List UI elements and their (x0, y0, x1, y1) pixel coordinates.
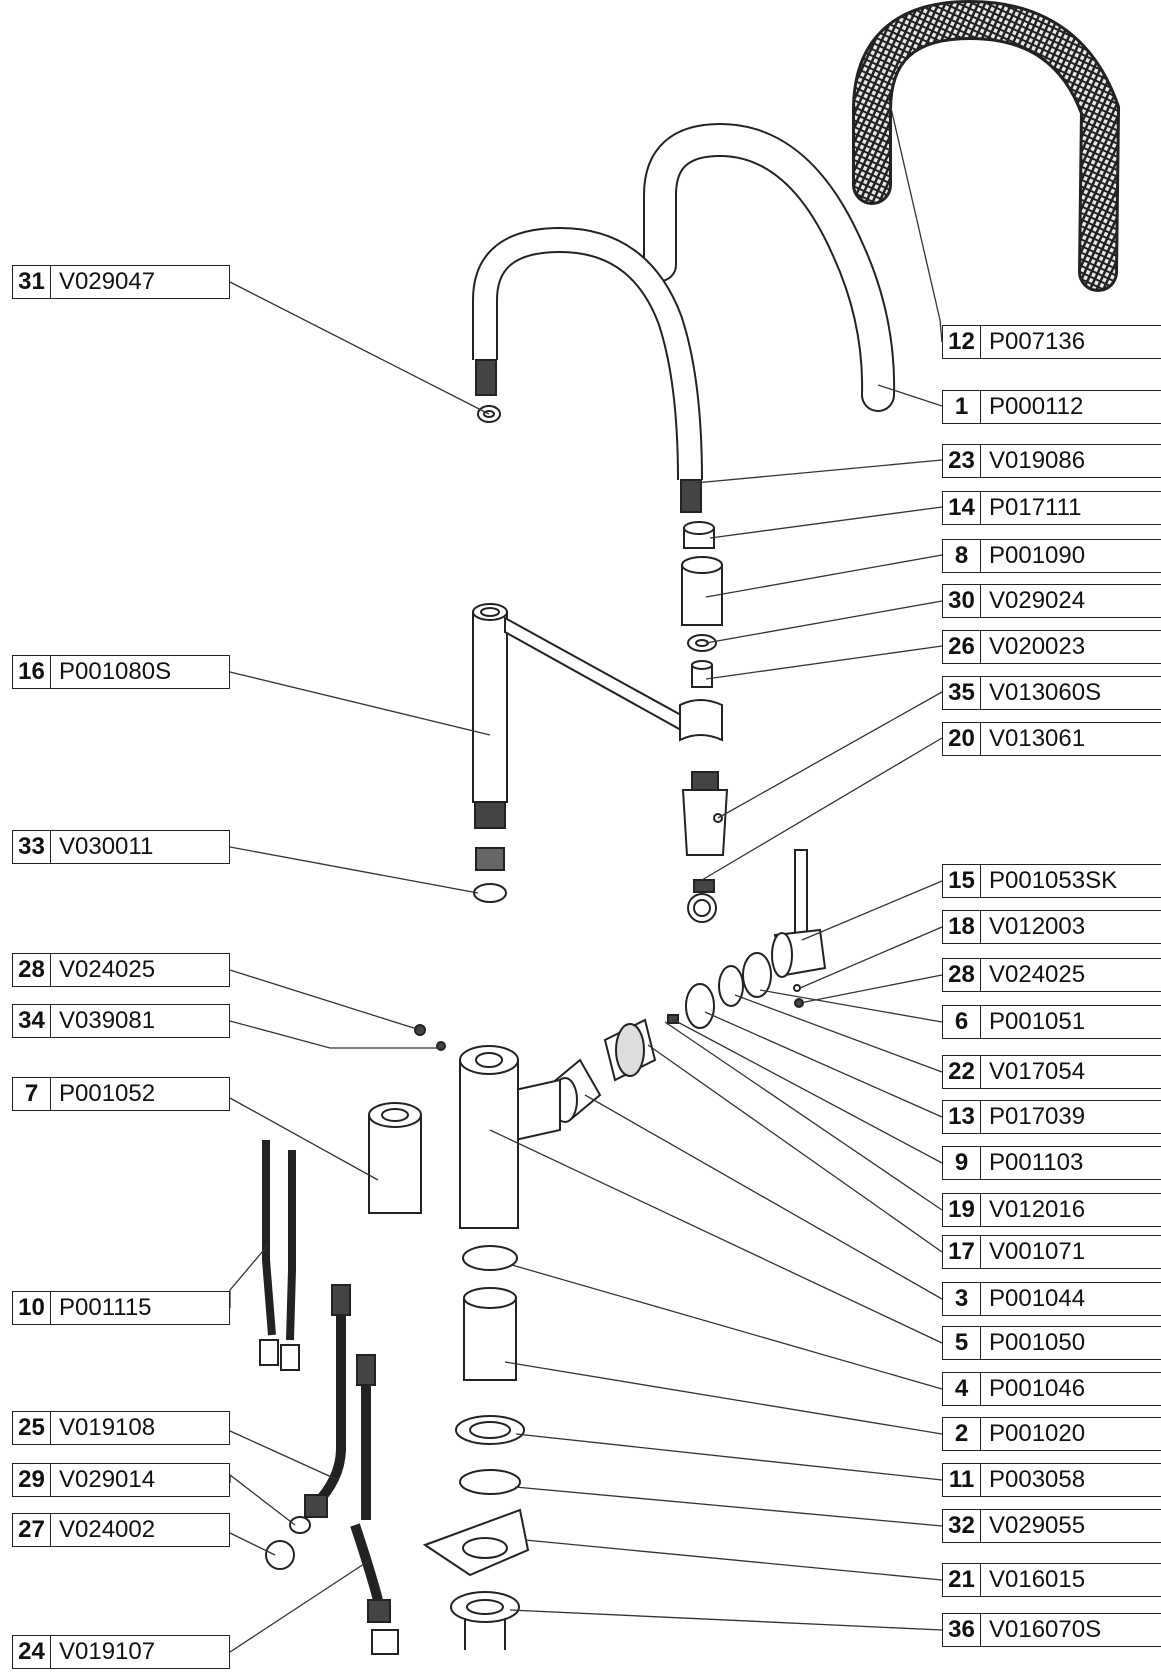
bushing-26 (691, 660, 713, 688)
o-ring-22 (718, 965, 744, 1007)
plate-21 (422, 1508, 530, 1577)
nut-13 (685, 983, 715, 1029)
ring-4 (462, 1245, 518, 1271)
large-spout-part (643, 122, 896, 412)
swivel-body-part (472, 603, 723, 829)
leader-lines (229, 94, 943, 1653)
hoses-10 (259, 1140, 300, 1371)
connector-20 (687, 879, 717, 923)
handset-35 (681, 771, 729, 856)
screw-18 (793, 984, 801, 992)
spout-with-hose-part (472, 226, 703, 513)
ring-6 (742, 952, 772, 998)
base-cylinder-7 (368, 1102, 422, 1214)
sleeve-8 (681, 556, 723, 626)
o-ring-33 (473, 883, 507, 903)
lever-handle-15 (771, 849, 827, 978)
coil-spring-part (852, 0, 1121, 292)
threaded-tube-2 (463, 1287, 517, 1381)
nut-14 (683, 521, 715, 549)
washer-11 (455, 1415, 525, 1445)
washer-29 (289, 1516, 311, 1534)
o-ring-32 (459, 1469, 521, 1495)
thread-33 (475, 847, 505, 871)
hose-25 (304, 1284, 351, 1518)
cartridge-17 (603, 1018, 657, 1082)
washer-30 (687, 634, 717, 652)
nut-27 (265, 1540, 295, 1570)
main-body-5 (459, 1045, 561, 1229)
screw-34 (436, 1041, 446, 1051)
hose-24 (350, 1354, 399, 1655)
fixing-ring-36 (450, 1591, 520, 1650)
